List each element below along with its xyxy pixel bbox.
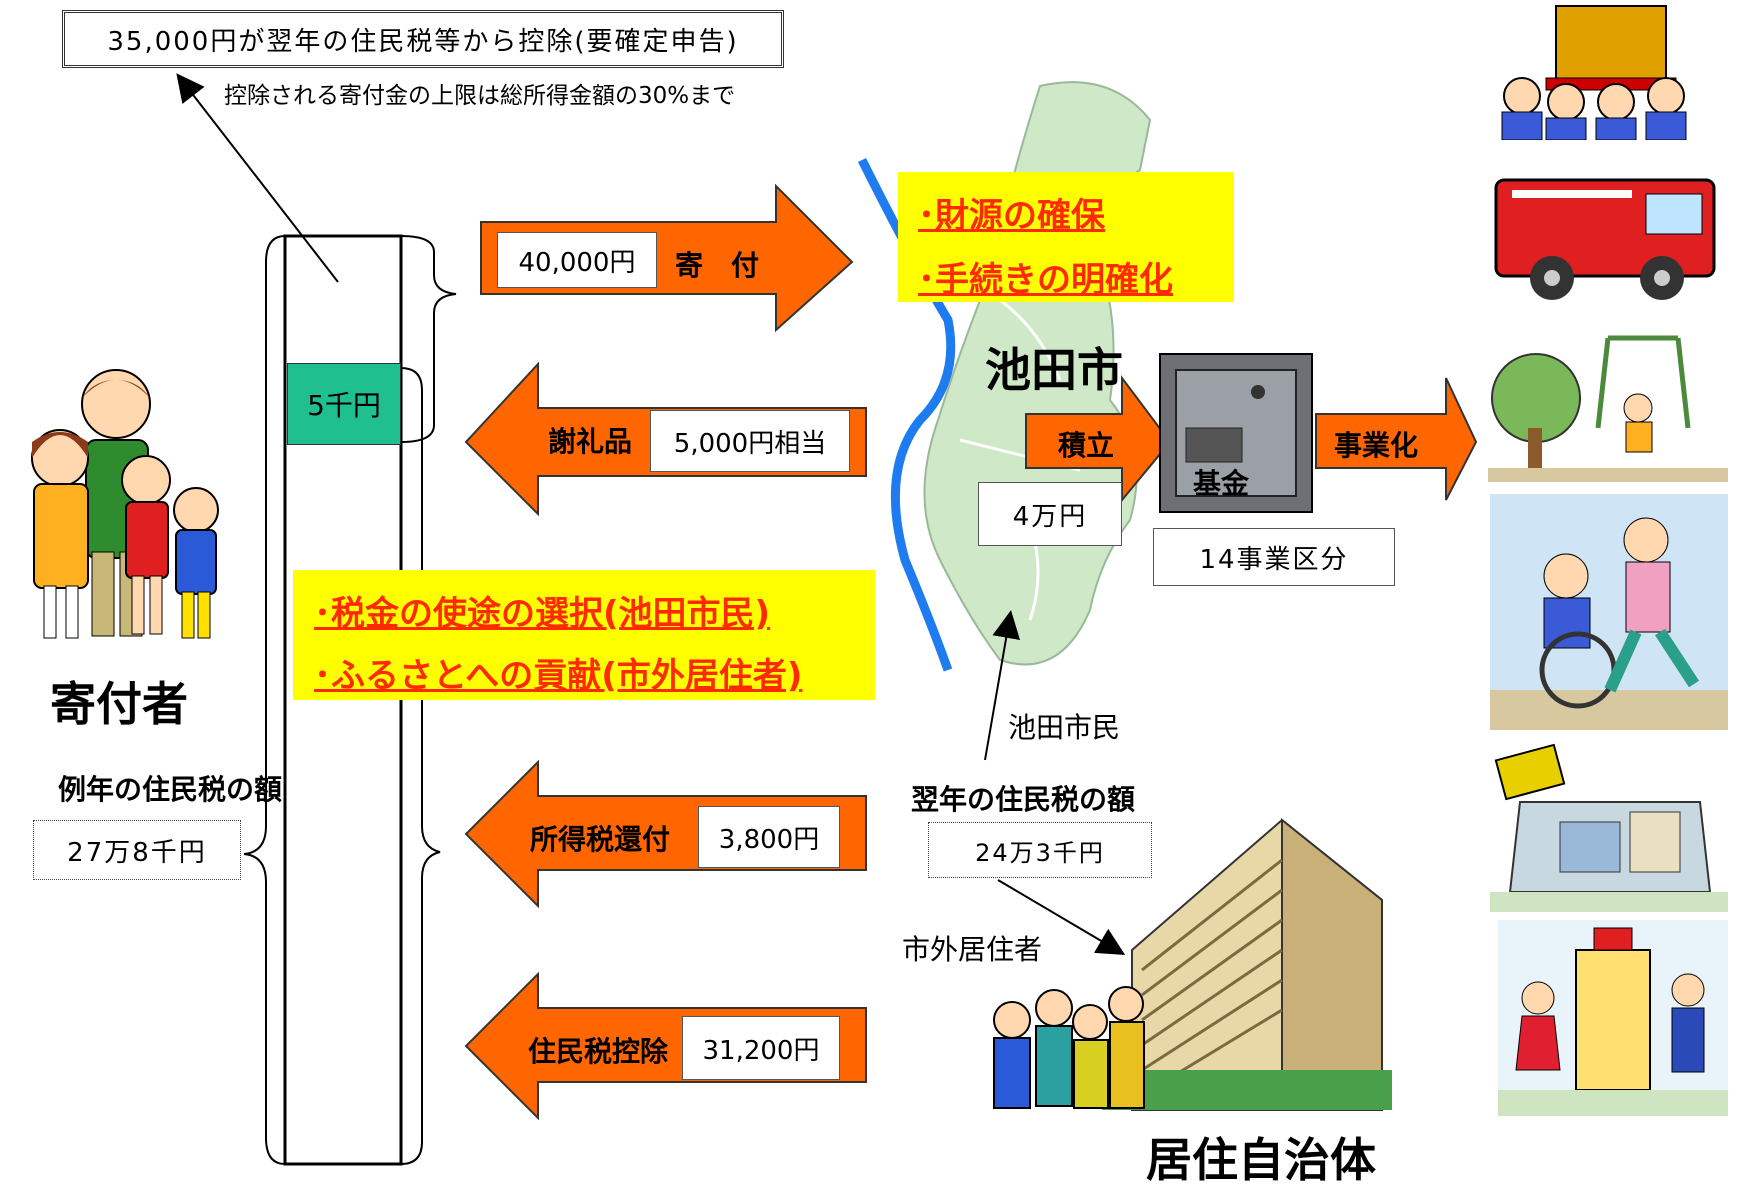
brace-left	[243, 235, 286, 1165]
resident-tax-label: 住民税控除	[528, 1035, 669, 1068]
city-purpose-1: ･財源の確保	[918, 196, 1105, 236]
city-purpose-2: ･手続きの明確化	[918, 260, 1173, 300]
fire-truck-icon	[1494, 178, 1716, 300]
project-label: 事業化	[1334, 429, 1419, 462]
family-illustration	[31, 369, 219, 639]
outside-resident-label: 市外居住者	[902, 933, 1043, 966]
bracket-donation	[400, 235, 457, 443]
next-tax-label: 翌年の住民税の額	[911, 783, 1136, 816]
income-tax-label: 所得税還付	[530, 823, 671, 856]
donation-arrow	[480, 183, 854, 333]
brace-right	[400, 367, 441, 1165]
deduction-limit-note: 控除される寄付金の上限は総所得金額の30%まで	[224, 83, 736, 109]
deduction-note-text: 35,000円が翌年の住民税等から控除(要確定申告)	[107, 26, 739, 57]
segment-label: 5千円	[307, 389, 381, 422]
deduction-note-box: 35,000円が翌年の住民税等から控除(要確定申告)	[62, 10, 784, 68]
administration-icon	[1498, 920, 1728, 1116]
playground-icon	[1488, 335, 1728, 482]
fund-label: 基金	[1193, 467, 1250, 500]
city-purpose-box	[898, 172, 1234, 302]
deduction-segment: 5千円	[287, 363, 401, 445]
donor-label: 寄付者	[50, 677, 188, 731]
project-arrow	[1315, 377, 1478, 501]
donor-purpose-1: ･税金の使途の選択(池田市民)	[314, 594, 771, 634]
garbage-icon	[1490, 743, 1728, 912]
income-tax-amount: 3,800円	[698, 806, 840, 868]
resident-tax-amount: 31,200円	[682, 1016, 840, 1080]
donor-purpose-2: ･ふるさとへの貢献(市外居住者)	[314, 656, 803, 696]
welfare-icon	[1490, 494, 1728, 730]
citizen-label: 池田市民	[1008, 711, 1121, 744]
gift-label: 謝礼品	[548, 425, 633, 458]
divisions-label: 14事業区分	[1153, 528, 1395, 586]
city-name: 池田市	[985, 343, 1123, 397]
prev-tax-label: 例年の住民税の額	[58, 773, 283, 806]
municipality-illustration	[993, 817, 1392, 1111]
accumulate-label: 積立	[1058, 429, 1115, 462]
donation-amount: 40,000円	[497, 232, 657, 288]
next-tax-value: 24万3千円	[928, 822, 1152, 878]
pointer-line-top	[176, 73, 339, 283]
donor-purpose-box	[293, 570, 875, 700]
fund-amount: 4万円	[978, 482, 1122, 546]
prev-tax-value: 27万8千円	[33, 820, 241, 880]
pointer-citizen	[984, 610, 1021, 761]
resident-tax-arrow	[464, 971, 867, 1121]
festival-icon	[1501, 5, 1687, 140]
donation-label: 寄 付	[675, 249, 760, 282]
municipality-label: 居住自治体	[1146, 1133, 1376, 1187]
gift-amount: 5,000円相当	[650, 410, 850, 472]
income-tax-arrow	[464, 759, 867, 909]
accumulate-arrow	[1025, 375, 1172, 503]
pointer-outside	[997, 879, 1126, 956]
